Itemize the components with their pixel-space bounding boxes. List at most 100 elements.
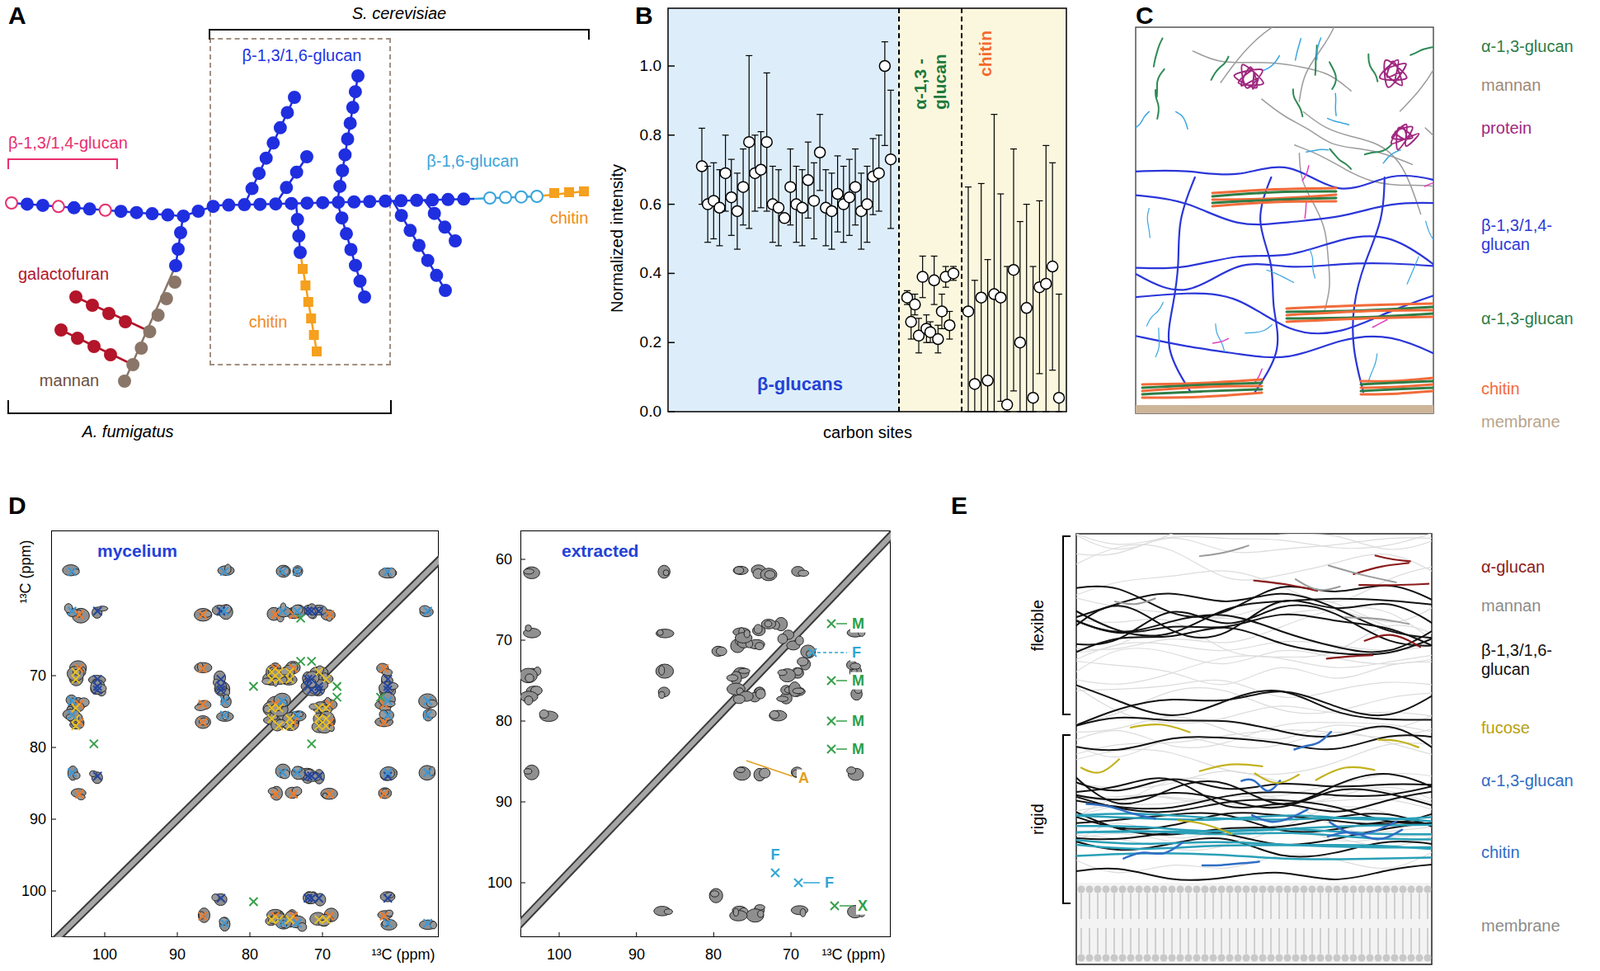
marker — [1047, 261, 1059, 273]
sugar-residue — [222, 199, 235, 212]
peak-label: M — [850, 712, 866, 730]
sugar-residue — [336, 211, 349, 224]
lipid-tail — [1261, 927, 1264, 954]
peak-label: F — [850, 644, 863, 662]
tick-label: 90 — [628, 945, 645, 964]
data-point — [814, 114, 826, 191]
glycosidic-link — [175, 216, 184, 266]
error-cap — [945, 338, 953, 339]
lipid-tail — [1360, 893, 1363, 919]
lipid-tail — [1245, 927, 1248, 954]
lipid-tail — [1171, 893, 1173, 919]
sugar-residue — [515, 191, 528, 203]
peak-label: X — [856, 897, 870, 915]
error-cap — [769, 165, 777, 167]
peak-marker — [321, 674, 330, 683]
data-point — [982, 259, 993, 412]
lipid-head — [1325, 954, 1333, 962]
peak-marker — [333, 692, 342, 702]
sugar-residue — [288, 91, 301, 104]
lipid-tail — [1204, 927, 1206, 954]
peak-marker — [93, 771, 102, 781]
leader-line — [839, 904, 853, 907]
leader-line — [836, 720, 848, 722]
peak-marker — [93, 607, 102, 616]
peak-marker — [198, 610, 208, 619]
error-cap — [775, 244, 782, 246]
tick-marks — [51, 559, 791, 937]
lipid-head — [1193, 885, 1201, 894]
peak-marker — [296, 657, 306, 666]
data-point — [773, 169, 785, 246]
marker — [773, 202, 785, 213]
fucose-chain — [1200, 763, 1263, 771]
lipid-tail — [1402, 927, 1404, 954]
lipid-bilayer — [1077, 885, 1432, 962]
sugar-residue — [144, 325, 156, 338]
sugar-residue — [174, 226, 187, 239]
contour — [525, 624, 532, 631]
lipid-head — [1251, 885, 1259, 894]
peak-marker — [827, 676, 836, 685]
lipid-tail — [1187, 893, 1190, 919]
sugar-residue — [457, 192, 470, 205]
contour — [797, 657, 809, 666]
lipid-tail — [1311, 893, 1313, 919]
data-point — [714, 169, 725, 246]
polymer-label: protein — [1481, 118, 1532, 138]
error-cap — [1055, 293, 1063, 295]
error-cap — [786, 148, 794, 150]
data-point — [802, 141, 814, 218]
marker — [995, 291, 1007, 303]
alpha-glucan-chain — [1329, 61, 1337, 90]
beta-glucan-chain — [1076, 776, 1432, 791]
sugar-residue — [84, 202, 96, 215]
data-point — [1021, 204, 1032, 412]
peak-marker — [71, 721, 80, 730]
alpha-glucan-chain — [1153, 37, 1163, 66]
error-cap — [757, 207, 765, 208]
region-title: β-1,3/1,6-glucan — [242, 46, 363, 66]
error-cap — [1003, 410, 1011, 412]
lipid-head — [1300, 885, 1309, 894]
glucan-branch — [1147, 208, 1150, 238]
glucan-chain — [1176, 111, 1188, 129]
beta-glucan-chain — [1076, 598, 1432, 636]
lipid-tail — [1162, 927, 1165, 954]
protein — [1379, 60, 1408, 88]
error-cap — [739, 148, 747, 150]
lipid-head — [1284, 954, 1292, 962]
lipid-tail — [1228, 927, 1231, 954]
lipid-head — [1259, 954, 1267, 962]
lipid-tail — [1294, 927, 1297, 954]
marker — [948, 268, 960, 279]
sugar-residue — [404, 224, 416, 236]
lipid-tail — [1088, 927, 1091, 954]
peak-marker — [216, 894, 226, 903]
marker — [1040, 277, 1052, 289]
lipid-tail — [1336, 927, 1338, 954]
alpha-glucan-chain — [1410, 45, 1434, 56]
lipid-head — [1341, 885, 1350, 894]
peak-marker — [267, 915, 276, 924]
peak-marker — [292, 710, 302, 720]
chitin-residue — [549, 188, 560, 198]
tick-mark — [51, 747, 57, 749]
peak-marker — [315, 721, 324, 730]
peak-marker — [216, 682, 226, 691]
leader-line — [803, 881, 820, 884]
chitin-residue — [564, 187, 575, 198]
contour — [655, 629, 674, 638]
error-cap — [1010, 390, 1017, 391]
lipid-head — [1218, 885, 1226, 894]
sugar-residue — [119, 315, 132, 328]
peak-marker — [423, 607, 433, 616]
error-cap — [840, 241, 848, 243]
lipid-tail — [1352, 927, 1355, 954]
mannan-chain — [1192, 51, 1351, 91]
error-cap — [950, 279, 957, 281]
peak-marker — [423, 918, 433, 928]
polymer-label: chitin — [249, 312, 288, 332]
error-cap — [964, 410, 972, 412]
panel-title: extracted — [560, 541, 640, 561]
